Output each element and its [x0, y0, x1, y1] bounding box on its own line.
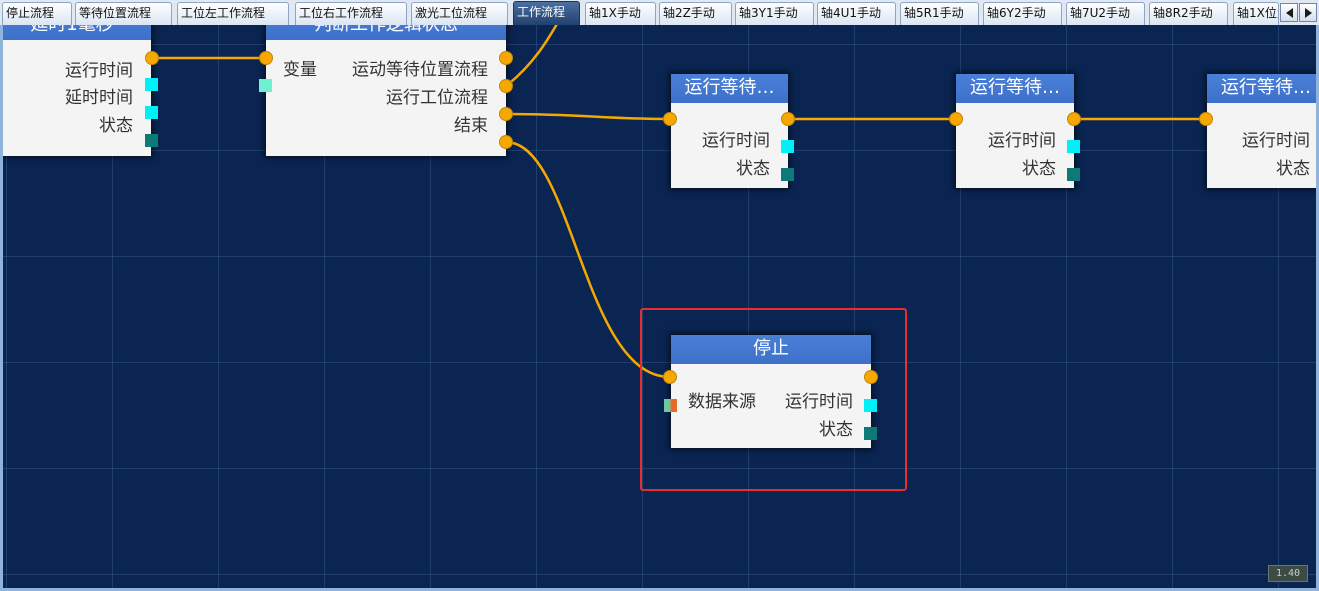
node-judge-output-port[interactable] [499, 51, 513, 65]
flow-canvas[interactable]: 延时1毫秒 运行时间 延时时间 状态 判断工作逻辑状态 变量 运动等待位置流程 … [0, 25, 1319, 591]
node-stop-data-source-label: 数据来源 [688, 392, 756, 412]
node-judge-station-flow-port[interactable] [499, 107, 513, 121]
node-delay-delay-time-port[interactable] [145, 106, 158, 119]
tab-axis3-y1-manual[interactable]: 轴3Y1手动 [735, 2, 814, 25]
node-wait1-run-time-port[interactable] [781, 140, 794, 153]
node-wait3-input-port[interactable] [1199, 112, 1213, 126]
wire-judge-to-wait1 [505, 112, 671, 121]
node-wait1-status-port[interactable] [781, 168, 794, 181]
node-wait2-title: 运行等待… [956, 74, 1074, 103]
node-judge-title: 判断工作逻辑状态 [266, 25, 506, 40]
node-wait1-title: 运行等待… [671, 74, 788, 103]
node-wait1-status-label: 状态 [736, 159, 770, 179]
tab-scroll-right-button[interactable] [1299, 3, 1317, 22]
tab-scroll-left-button[interactable] [1280, 3, 1298, 22]
node-delay-output-port[interactable] [145, 51, 159, 65]
node-stop-status-label: 状态 [819, 420, 853, 440]
node-wait2-input-port[interactable] [949, 112, 963, 126]
tab-axis1-x-manual[interactable]: 轴1X手动 [585, 2, 656, 25]
tab-axis1-x-position[interactable]: 轴1X位置 [1233, 2, 1279, 25]
tab-laser-station-flow[interactable]: 激光工位流程 [411, 2, 508, 25]
node-run-wait-2[interactable]: 运行等待… 运行时间 状态 [956, 74, 1074, 188]
node-judge-station-flow-label: 运行工位流程 [386, 88, 488, 108]
node-judge-end-label: 结束 [454, 116, 488, 136]
node-wait2-run-time-label: 运行时间 [988, 131, 1056, 151]
node-judge-input-port[interactable] [259, 51, 273, 65]
node-wait3-status-label: 状态 [1276, 159, 1310, 179]
tab-axis2-z-manual[interactable]: 轴2Z手动 [659, 2, 732, 25]
node-stop-data-source-port[interactable] [664, 399, 677, 412]
selection-highlight-box [640, 308, 907, 491]
tab-axis6-y2-manual[interactable]: 轴6Y2手动 [983, 2, 1062, 25]
node-delay-run-time-label: 运行时间 [65, 61, 133, 81]
node-judge-variable-label: 变量 [283, 60, 317, 80]
arrow-left-icon [1286, 8, 1293, 18]
node-delay-delay-time-label: 延时时间 [65, 88, 133, 108]
node-stop-status-port[interactable] [864, 427, 877, 440]
node-wait3-run-time-label: 运行时间 [1242, 131, 1310, 151]
node-run-wait-3[interactable]: 运行等待… 运行时间 状态 [1207, 74, 1316, 188]
tab-work-flow[interactable]: 工作流程 [513, 1, 580, 25]
node-delay-status-label: 状态 [99, 116, 133, 136]
tab-left-station-flow[interactable]: 工位左工作流程 [177, 2, 289, 25]
node-wait2-run-time-port[interactable] [1067, 140, 1080, 153]
node-wait2-output-port[interactable] [1067, 112, 1081, 126]
node-delay-status-port[interactable] [145, 134, 158, 147]
node-run-wait-1[interactable]: 运行等待… 运行时间 状态 [671, 74, 788, 188]
node-delay-run-time-port[interactable] [145, 78, 158, 91]
node-judge-end-port[interactable] [499, 135, 513, 149]
tab-axis8-r2-manual[interactable]: 轴8R2手动 [1149, 2, 1228, 25]
node-stop-title: 停止 [671, 335, 871, 364]
node-judge-motion-wait-label: 运动等待位置流程 [352, 60, 488, 80]
node-wait2-status-port[interactable] [1067, 168, 1080, 181]
connection-wires [151, 25, 1206, 379]
tab-stop-flow[interactable]: 停止流程 [2, 2, 72, 25]
wire-judge-to-offscreen [505, 25, 558, 87]
tab-axis7-u2-manual[interactable]: 轴7U2手动 [1066, 2, 1145, 25]
node-delay-title: 延时1毫秒 [3, 25, 151, 40]
node-wait2-status-label: 状态 [1022, 159, 1056, 179]
wire-judge-end-to-stop [505, 140, 671, 379]
node-wait1-input-port[interactable] [663, 112, 677, 126]
node-wait1-run-time-label: 运行时间 [702, 131, 770, 151]
node-delay[interactable]: 延时1毫秒 运行时间 延时时间 状态 [3, 25, 151, 156]
node-stop-run-time-label: 运行时间 [785, 392, 853, 412]
node-judge-variable-port[interactable] [259, 79, 272, 92]
tab-wait-position-flow[interactable]: 等待位置流程 [75, 2, 172, 25]
zoom-level-indicator: 1.40 [1268, 565, 1308, 582]
arrow-right-icon [1305, 8, 1312, 18]
node-stop[interactable]: 停止 数据来源 运行时间 状态 [671, 335, 871, 448]
node-judge-work-logic[interactable]: 判断工作逻辑状态 变量 运动等待位置流程 运行工位流程 结束 [266, 25, 506, 156]
node-stop-input-port[interactable] [663, 370, 677, 384]
node-stop-run-time-port[interactable] [864, 399, 877, 412]
tab-right-station-flow[interactable]: 工位右工作流程 [295, 2, 407, 25]
node-stop-output-port[interactable] [864, 370, 878, 384]
tab-axis5-r1-manual[interactable]: 轴5R1手动 [900, 2, 979, 25]
node-wait3-title: 运行等待… [1207, 74, 1316, 103]
tab-axis4-u1-manual[interactable]: 轴4U1手动 [817, 2, 896, 25]
flow-tab-strip: 停止流程 等待位置流程 工位左工作流程 工位右工作流程 激光工位流程 工作流程 … [0, 0, 1319, 26]
node-wait1-output-port[interactable] [781, 112, 795, 126]
node-judge-motion-wait-port[interactable] [499, 79, 513, 93]
